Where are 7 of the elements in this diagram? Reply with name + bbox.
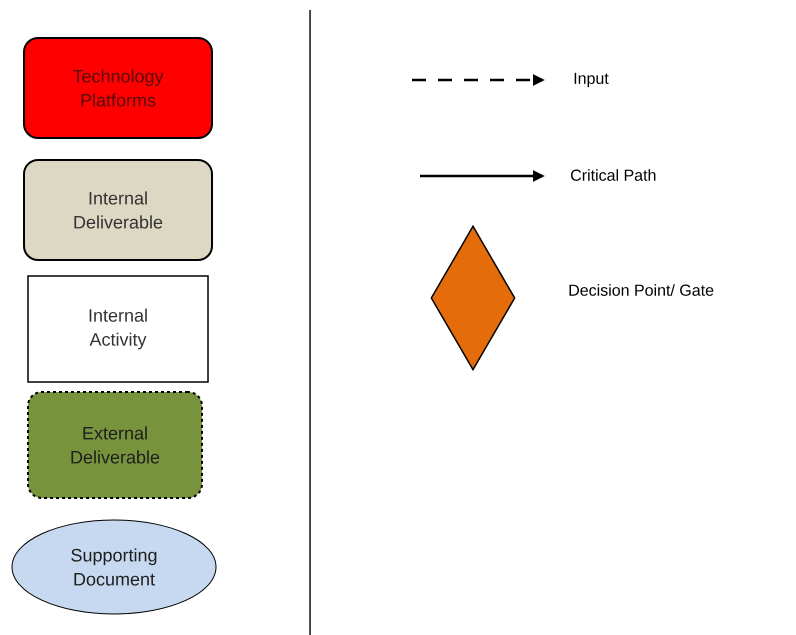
platform-box: Technology Platforms xyxy=(23,37,213,139)
legend-label: Critical Path xyxy=(571,169,656,181)
activity-box: Internal Activity xyxy=(27,275,209,383)
legend-label: Decision Point/ Gate xyxy=(570,284,714,296)
legend-label: Input xyxy=(574,72,609,88)
deliverable-box: Internal Deliverable xyxy=(23,159,213,261)
external-box: External Deliverable xyxy=(27,391,203,499)
